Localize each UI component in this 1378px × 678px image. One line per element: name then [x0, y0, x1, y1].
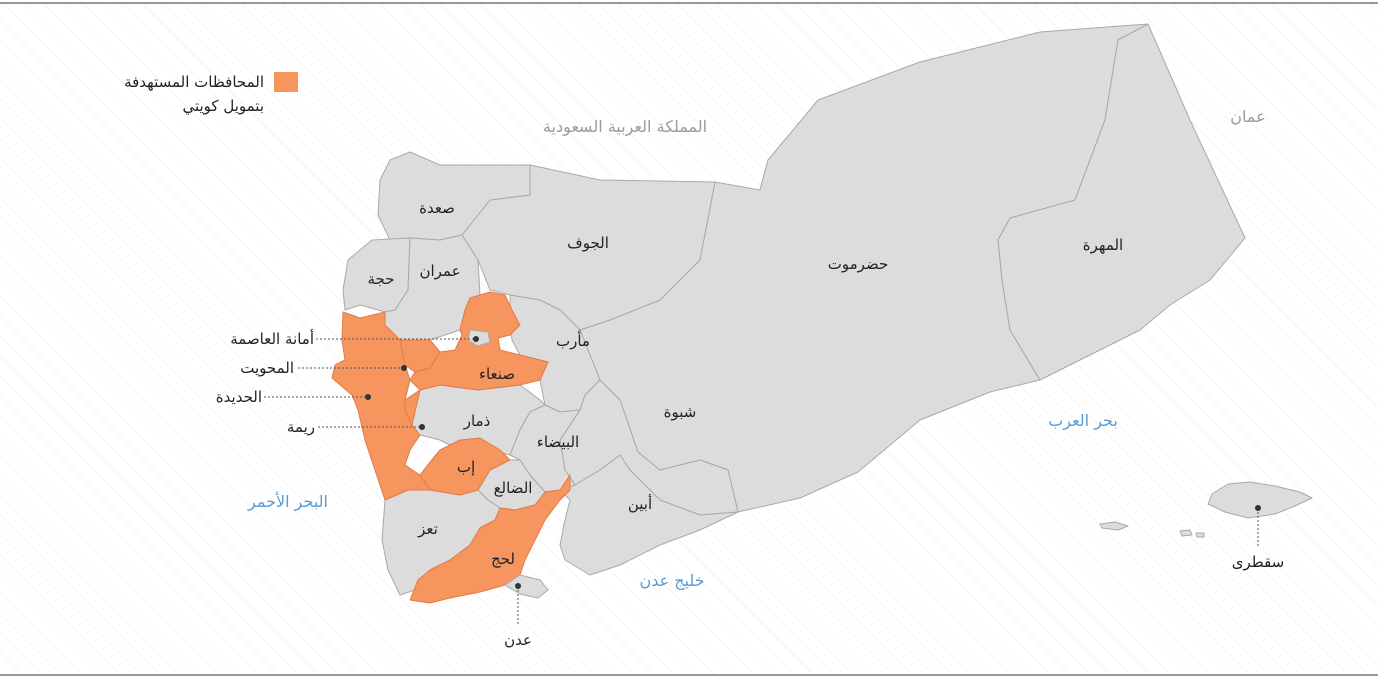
label-taiz: تعز	[417, 520, 438, 538]
island-small-1[interactable]	[1179, 529, 1193, 537]
dot-aden	[515, 583, 521, 589]
label-dhale: الضالع	[494, 479, 533, 497]
region-amanat[interactable]	[467, 329, 491, 347]
legend-row: المحافظات المستهدفة بتمويل كويتي	[124, 70, 298, 118]
dot-mahwit	[401, 365, 407, 371]
label-oman: عمان	[1230, 107, 1265, 126]
label-bayda: البيضاء	[537, 433, 579, 451]
label-hadramawt: حضرموت	[828, 255, 888, 273]
label-jawf: الجوف	[567, 234, 609, 252]
label-abyan: أبين	[628, 494, 652, 513]
label-shabwa: شبوة	[664, 403, 697, 421]
region-amran[interactable]	[384, 234, 481, 341]
label-raymah: ريمة	[287, 418, 315, 436]
label-amran: عمران	[419, 262, 460, 280]
legend-swatch	[274, 72, 298, 92]
region-lahij[interactable]	[409, 474, 571, 604]
label-hajjah: حجة	[368, 270, 395, 288]
island-abd-al-kuri[interactable]	[1099, 521, 1129, 531]
label-saada: صعدة	[419, 199, 455, 217]
label-sanaa: صنعاء	[479, 365, 515, 383]
region-mahra[interactable]	[997, 23, 1246, 381]
label-lahij: لحج	[491, 550, 515, 568]
dot-hodeidah	[365, 394, 371, 400]
dot-socotra	[1255, 505, 1261, 511]
island-socotra[interactable]	[1207, 481, 1313, 519]
label-saudi: المملكة العربية السعودية	[543, 117, 707, 137]
label-mahwit: المحويت	[240, 359, 294, 377]
region-abyan[interactable]	[559, 454, 739, 576]
region-raymah[interactable]	[404, 389, 421, 426]
label-marib: مأرب	[556, 330, 590, 350]
label-socotra: سقطرى	[1232, 553, 1284, 571]
region-ibb[interactable]	[419, 437, 511, 496]
label-arabian-sea: بحر العرب	[1048, 411, 1118, 431]
label-red-sea: البحر الأحمر	[247, 491, 328, 512]
label-hodeidah: الحديدة	[216, 388, 262, 406]
dot-amanat	[473, 336, 479, 342]
legend-label: المحافظات المستهدفة بتمويل كويتي	[124, 73, 264, 115]
label-aden: عدن	[504, 631, 532, 649]
label-dhamar: ذمار	[463, 412, 491, 430]
island-small-2[interactable]	[1195, 532, 1205, 538]
dot-raymah	[419, 424, 425, 430]
label-mahra: المهرة	[1083, 236, 1123, 254]
label-gulf-aden: خليج عدن	[639, 571, 704, 590]
legend: المحافظات المستهدفة بتمويل كويتي	[124, 70, 298, 118]
region-aden[interactable]	[504, 574, 549, 599]
label-ibb: إب	[457, 458, 475, 476]
label-amanat: أمانة العاصمة	[230, 329, 314, 348]
